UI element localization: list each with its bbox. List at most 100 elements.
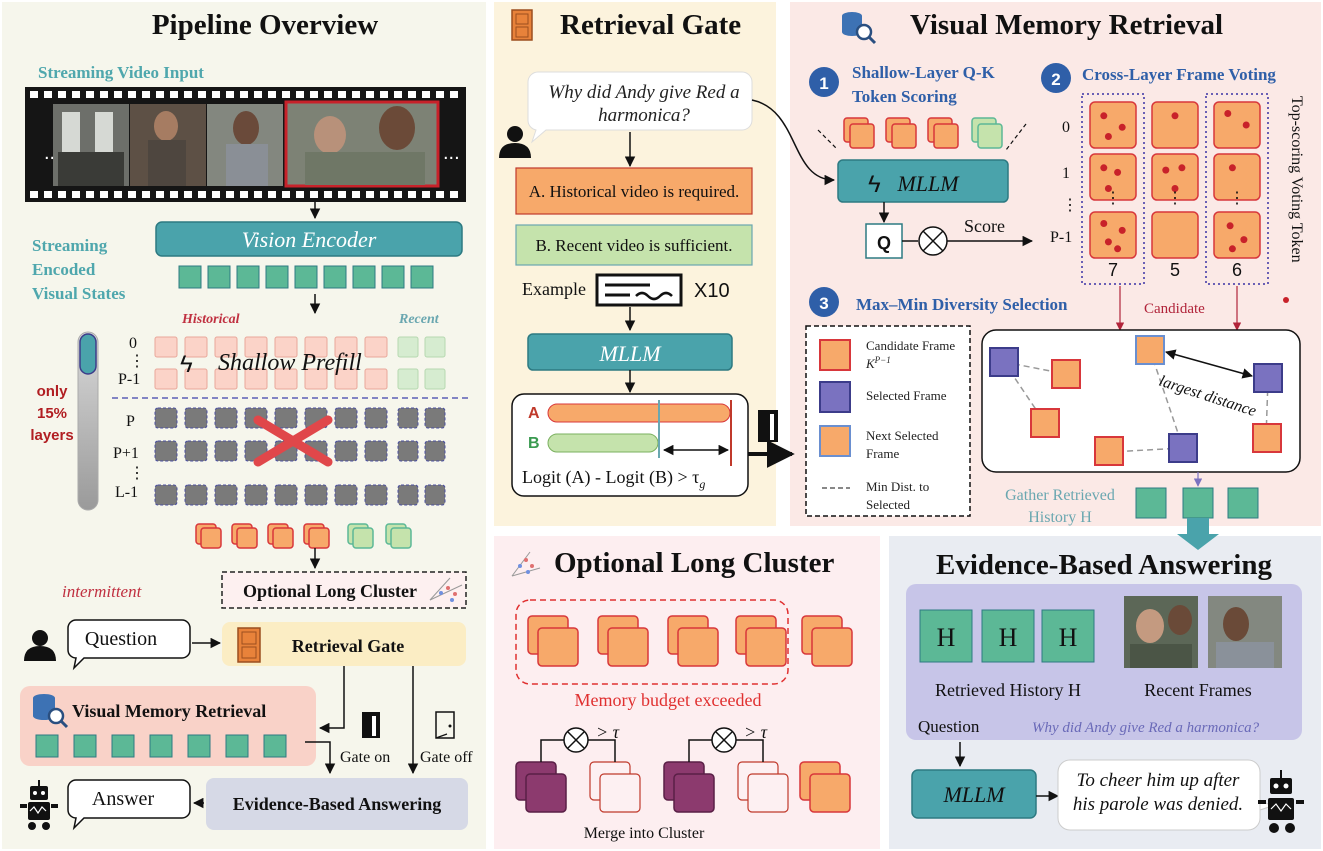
answer-bubble — [67, 779, 191, 831]
film-sprocket — [58, 191, 66, 198]
film-sprocket — [198, 191, 206, 198]
deep-layer-token — [154, 484, 178, 506]
film-sprocket — [268, 91, 276, 98]
deep-layer-token — [397, 440, 419, 462]
vote-pip — [1100, 164, 1108, 172]
gathered-token-3 — [1227, 487, 1259, 519]
vmr-token — [149, 734, 173, 758]
option-a-text: A. Historical video is required. — [529, 182, 740, 201]
only-label-pct: 15% — [37, 405, 67, 422]
cluster-frame-front — [525, 773, 567, 813]
film-sprocket — [282, 91, 290, 98]
deep-layer-token — [397, 407, 419, 429]
layer-label-pplus1: P+1 — [113, 445, 139, 462]
budget-label: Memory budget exceeded — [575, 690, 762, 710]
budget-frame-front — [745, 627, 787, 667]
merge-connector-left — [688, 739, 712, 762]
film-sprocket — [114, 191, 122, 198]
q-box — [865, 223, 903, 259]
step3-num: 3 — [819, 294, 828, 313]
film-sprocket — [366, 191, 374, 198]
layer-scrollbar[interactable] — [77, 331, 99, 511]
historical-shallow-token — [214, 336, 238, 358]
tau-threshold-label: > τ — [744, 722, 768, 742]
film-sprocket — [86, 191, 94, 198]
gate-title: Retrieval Gate — [560, 9, 741, 41]
vmr-mllm-box — [837, 159, 1009, 203]
merge-groups: > τ> τ — [515, 722, 851, 813]
vote-pip — [1114, 245, 1122, 253]
vote-vdots: ⋮ — [1062, 197, 1078, 214]
voting-dice-grid: ⋮⋮⋮ — [1089, 101, 1261, 259]
vmr-token — [35, 734, 59, 758]
film-sprocket — [352, 191, 360, 198]
vote-pip — [1114, 168, 1122, 176]
legend-candidate-swatch — [819, 339, 851, 371]
film-sprocket — [254, 91, 262, 98]
step2-badge — [1041, 63, 1071, 93]
film-sprocket — [184, 91, 192, 98]
film-sprocket — [268, 191, 276, 198]
film-sprocket — [44, 91, 52, 98]
vote-frame-die — [1151, 211, 1199, 259]
vote-pip — [1100, 112, 1108, 120]
historical-shallow-token — [274, 368, 298, 390]
historical-shallow-token — [304, 368, 328, 390]
memory-stack-row — [195, 523, 412, 549]
step1-badge — [809, 67, 839, 97]
gather-line-2: History H — [1028, 509, 1092, 526]
film-sprocket — [240, 91, 248, 98]
gate-off-label: Gate off — [420, 749, 473, 766]
encoded-label-3: Visual States — [32, 284, 126, 303]
vmr-title-icon — [842, 12, 877, 45]
film-sprocket — [408, 91, 416, 98]
step1-line2: Token Scoring — [852, 87, 957, 106]
encoded-token — [323, 265, 347, 289]
historical-shallow-token — [304, 336, 328, 358]
film-sprocket — [408, 191, 416, 198]
legend-next-text-1: Next Selected — [866, 428, 939, 443]
vote-col-vdots: ⋮ — [1105, 190, 1121, 207]
film-sprocket — [100, 91, 108, 98]
deep-layer-token — [274, 484, 298, 506]
film-sprocket — [128, 191, 136, 198]
candidate-label: Candidate — [1144, 301, 1205, 317]
layer-scrollbar-thumb[interactable] — [79, 333, 97, 375]
encoded-label-2: Encoded — [32, 260, 96, 279]
film-sprocket — [198, 91, 206, 98]
film-sprocket — [170, 91, 178, 98]
deep-layer-token — [214, 484, 238, 506]
memory-stack-front — [200, 527, 222, 549]
deep-layer-token — [184, 407, 208, 429]
encoded-label-1: Streaming — [32, 236, 108, 255]
recent-shallow-token — [424, 336, 446, 358]
recent-stack-front — [390, 527, 412, 549]
vote-row-0: 0 — [1062, 119, 1070, 136]
film-sprocket — [30, 191, 38, 198]
cand-frame-1 — [1051, 359, 1081, 389]
film-sprocket — [450, 191, 458, 198]
historical-shallow-token — [364, 368, 388, 390]
film-sprocket — [58, 91, 66, 98]
vote-frame-die — [1089, 101, 1137, 149]
h-token-1 — [919, 609, 973, 663]
historical-label: Historical — [181, 312, 240, 327]
merge-connector-left — [540, 739, 564, 762]
scoring-token-stacks — [843, 117, 1003, 149]
vmr-token — [73, 734, 97, 758]
film-sprocket — [240, 191, 248, 198]
vision-encoder-label: Vision Encoder — [242, 227, 377, 252]
film-sprocket — [30, 91, 38, 98]
film-sprocket — [338, 191, 346, 198]
historical-shallow-token — [184, 336, 208, 358]
film-sprocket — [310, 91, 318, 98]
gate-door-icon — [511, 9, 533, 41]
gathered-token-2 — [1182, 487, 1214, 519]
film-sprocket — [422, 91, 430, 98]
gate-question-line2: harmonica? — [598, 105, 690, 126]
encoded-token — [178, 265, 202, 289]
historical-shallow-token — [244, 336, 268, 358]
vote-pip — [1242, 121, 1250, 129]
option-b-box — [515, 224, 753, 266]
vote-pip — [1104, 133, 1112, 140]
